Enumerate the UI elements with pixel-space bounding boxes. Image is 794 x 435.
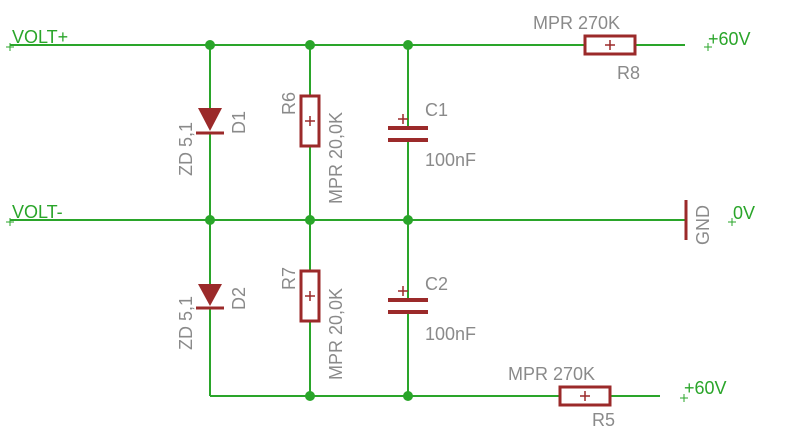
label-d2-value: ZD 5,1 bbox=[176, 296, 196, 350]
diode-d1-body bbox=[198, 108, 222, 131]
label-r6-ref: R6 bbox=[279, 92, 299, 115]
capacitor-c2-plate-top bbox=[388, 298, 428, 302]
capacitor-c1-plus bbox=[398, 114, 408, 124]
connection-markers bbox=[6, 43, 736, 402]
junction-dot bbox=[205, 215, 215, 225]
net-label-zero-v: 0V bbox=[733, 203, 755, 223]
wires bbox=[10, 44, 685, 397]
junction-dot bbox=[205, 40, 215, 50]
label-gnd: GND bbox=[693, 205, 713, 245]
resistor-r6-body bbox=[299, 94, 321, 148]
net-label-volt-plus: VOLT+ bbox=[12, 27, 68, 47]
capacitor-c2-plate-bottom bbox=[388, 310, 428, 314]
cross-marker bbox=[680, 394, 688, 402]
capacitor-c1-plate-top bbox=[388, 126, 428, 130]
capacitor-c1-plate-bottom bbox=[388, 138, 428, 142]
capacitor-c1[interactable] bbox=[388, 114, 428, 142]
diode-d2-body bbox=[198, 284, 222, 306]
junction-dot bbox=[305, 391, 315, 401]
junctions bbox=[205, 40, 413, 401]
junction-dot bbox=[403, 40, 413, 50]
resistor-r5-body bbox=[558, 385, 612, 407]
junction-dot bbox=[403, 391, 413, 401]
label-c2-ref: C2 bbox=[425, 274, 448, 294]
resistor-r7-body bbox=[299, 269, 321, 323]
junction-dot bbox=[305, 40, 315, 50]
resistor-r6[interactable] bbox=[299, 94, 321, 148]
capacitor-c2[interactable] bbox=[388, 286, 428, 314]
cross-marker bbox=[6, 218, 14, 226]
cross-marker bbox=[704, 43, 712, 51]
label-c1-value: 100nF bbox=[425, 150, 476, 170]
net-label-plus60-bottom: +60V bbox=[684, 378, 727, 398]
label-d1-value: ZD 5,1 bbox=[176, 122, 196, 176]
label-c1-ref: C1 bbox=[425, 100, 448, 120]
label-c2-value: 100nF bbox=[425, 324, 476, 344]
net-label-plus60-top: +60V bbox=[708, 29, 751, 49]
net-label-volt-minus: VOLT- bbox=[12, 202, 63, 222]
resistor-r8-plus bbox=[605, 40, 615, 50]
resistor-r8-body bbox=[583, 34, 637, 56]
resistor-r5-plus bbox=[580, 391, 590, 401]
label-d1-ref: D1 bbox=[229, 111, 249, 134]
zener-diode-d1[interactable] bbox=[196, 108, 224, 135]
label-r8-ref: R8 bbox=[617, 63, 640, 83]
resistor-r8[interactable] bbox=[583, 34, 637, 56]
resistor-r7-plus bbox=[305, 291, 315, 301]
label-r7-ref: R7 bbox=[279, 267, 299, 290]
zener-diode-d2[interactable] bbox=[196, 284, 224, 310]
junction-dot bbox=[305, 215, 315, 225]
resistor-r6-plus bbox=[305, 116, 315, 126]
label-r8-value: MPR 270K bbox=[533, 13, 620, 33]
cross-marker bbox=[728, 218, 736, 226]
label-r5-value: MPR 270K bbox=[508, 364, 595, 384]
capacitor-c2-plus bbox=[398, 286, 408, 296]
label-r6-value: MPR 20,0K bbox=[326, 112, 346, 204]
resistor-r7[interactable] bbox=[299, 269, 321, 323]
label-r5-ref: R5 bbox=[592, 410, 615, 430]
label-r7-value: MPR 20,0K bbox=[326, 288, 346, 380]
label-d2-ref: D2 bbox=[229, 287, 249, 310]
junction-dot bbox=[403, 215, 413, 225]
cross-marker bbox=[6, 43, 14, 51]
resistor-r5[interactable] bbox=[558, 385, 612, 407]
